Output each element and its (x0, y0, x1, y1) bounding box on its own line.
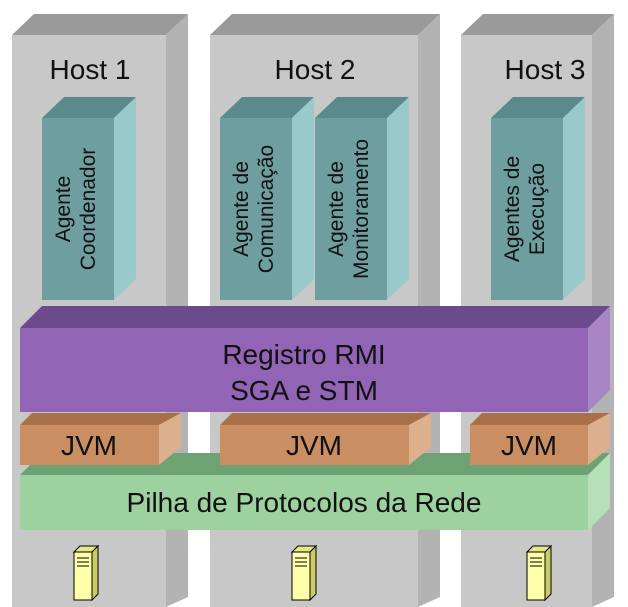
jvm-box-3 (470, 413, 610, 465)
agent-2-front (220, 118, 292, 300)
jvm-1-top (20, 413, 181, 425)
network-layer (20, 453, 610, 530)
host-3-label: Host 3 (505, 54, 586, 85)
agent-4-label-line2: Execução (526, 163, 549, 255)
rmi-label-line2: SGA e STM (230, 375, 378, 406)
agent-4-side (563, 97, 585, 300)
agent-3-side (387, 97, 409, 300)
network-side (588, 453, 610, 530)
host-2-label: Host 2 (275, 54, 356, 85)
jvm-box-2 (220, 413, 431, 465)
server-icon (72, 544, 100, 602)
host-3-top-face (461, 14, 614, 35)
agent-1-top (42, 97, 136, 118)
agent-box-execucao (491, 97, 585, 300)
agent-1-side (114, 97, 136, 300)
rmi-label-line1: Registro RMI (222, 339, 385, 370)
agent-box-comunicacao (220, 97, 314, 300)
agent-4-label-line1: Agentes de (501, 156, 524, 262)
jvm-3-label: JVM (501, 430, 557, 461)
jvm-2-label: JVM (286, 430, 342, 461)
agent-box-monitoramento (315, 97, 409, 300)
agent-2-side (292, 97, 314, 300)
jvm-3-side (588, 413, 610, 465)
agent-1-front (42, 118, 114, 300)
server-icon (525, 544, 553, 602)
agent-1-label-line2: Coordenador (77, 148, 100, 271)
network-label: Pilha de Protocolos da Rede (127, 487, 482, 518)
jvm-box-1 (20, 413, 181, 465)
network-front (20, 475, 588, 530)
agent-1-label: Agente Coordenador (52, 148, 100, 271)
jvm-2-front (220, 425, 409, 465)
agent-box-coordenador (42, 97, 136, 300)
jvm-1-label: JVM (61, 430, 117, 461)
jvm-3-front (470, 425, 588, 465)
agent-3-label: Agente de Monitoramento (325, 139, 373, 279)
agent-2-label: Agente de Comunicação (230, 145, 278, 273)
agent-1-label-line1: Agente (52, 176, 75, 243)
host-1-label: Host 1 (50, 54, 131, 85)
host-1-top-face (12, 14, 188, 35)
jvm-2-top (220, 413, 431, 425)
agent-4-top (491, 97, 585, 118)
rmi-layer (20, 306, 610, 412)
agent-3-top (315, 97, 409, 118)
agent-4-front (491, 118, 563, 300)
host-2-top-face (210, 14, 440, 35)
rmi-side (588, 306, 610, 412)
jvm-2-side (409, 413, 431, 465)
rmi-top (20, 306, 610, 328)
jvm-1-side (159, 413, 181, 465)
agent-3-label-line2: Monitoramento (350, 139, 373, 279)
jvm-1-front (20, 425, 159, 465)
rmi-front (20, 328, 588, 412)
agent-3-label-line1: Agente de (325, 161, 348, 257)
agent-2-label-line2: Comunicação (255, 145, 278, 273)
agent-4-label: Agentes de Execução (501, 156, 549, 262)
agent-3-front (315, 118, 387, 300)
agent-2-top (220, 97, 314, 118)
server-icon (290, 544, 318, 602)
jvm-3-top (470, 413, 610, 425)
agent-2-label-line1: Agente de (230, 161, 253, 257)
